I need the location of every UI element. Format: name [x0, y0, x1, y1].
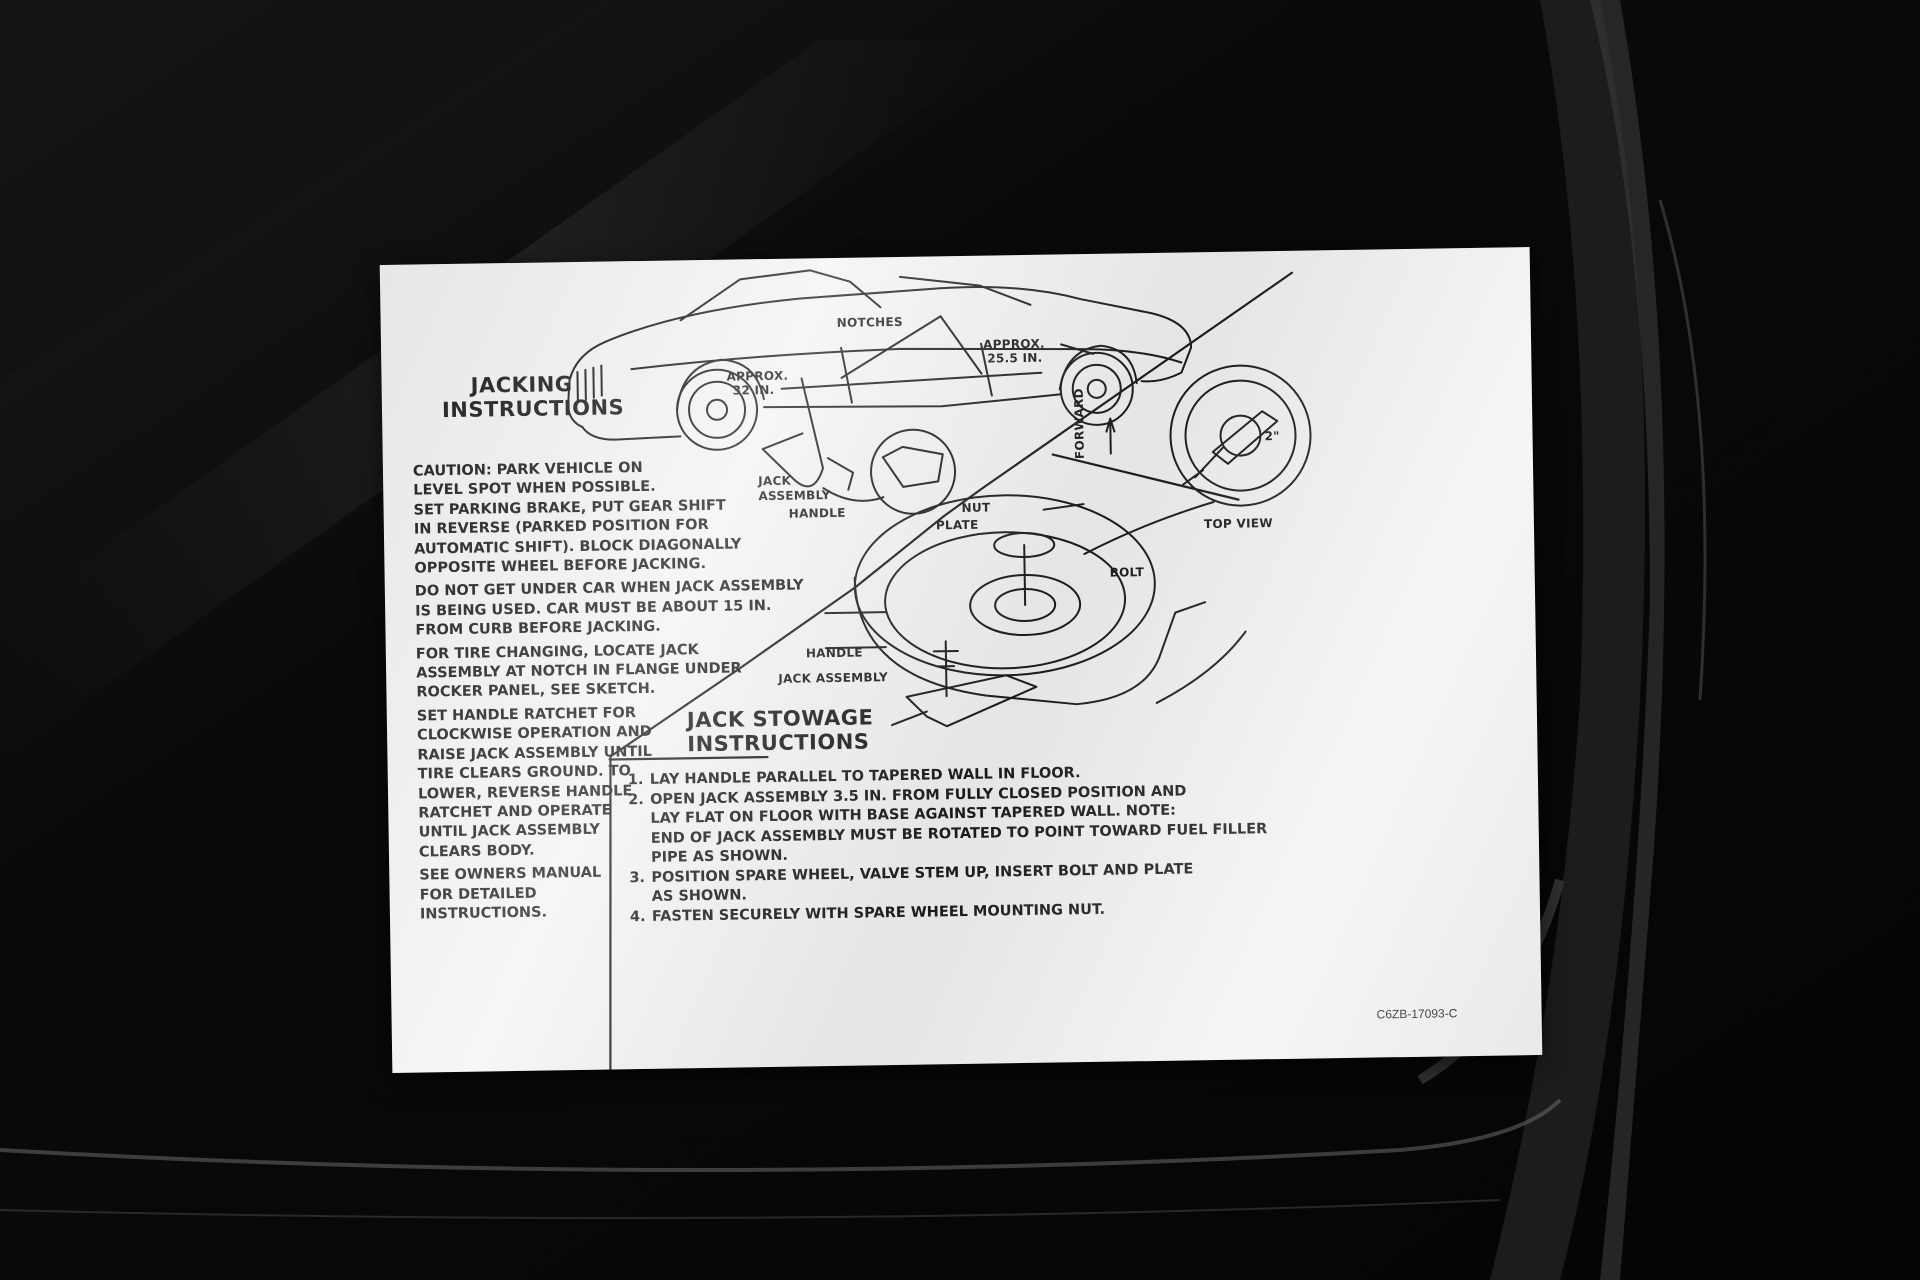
part-number: C6ZB-17093-C	[1376, 1006, 1458, 1022]
approx-rear-line-1: APPROX.	[982, 336, 1045, 352]
jack-assembly-label: JACK ASSEMBLY	[758, 473, 831, 504]
stowage-step-2: 2.OPEN JACK ASSEMBLY 3.5 IN. FROM FULLY …	[628, 781, 1268, 869]
under-car-warning-paragraph: DO NOT GET UNDER CAR WHEN JACK ASSEMBLY …	[415, 577, 805, 641]
stowage-heading-line-1: JACK STOWAGE	[686, 705, 874, 733]
step-number: 2.	[628, 791, 644, 808]
jack-assembly-line-2: ASSEMBLY	[758, 488, 831, 504]
jacking-heading-line-1: JACKING	[470, 372, 573, 398]
stowage-steps-list: 1.LAY HANDLE PARALLEL TO TAPERED WALL IN…	[628, 761, 1269, 927]
caution-paragraph: CAUTION: PARK VEHICLE ON LEVEL SPOT WHEN…	[413, 456, 804, 579]
jack-assembly-line-1: JACK	[758, 473, 792, 489]
spare-wheel-stowage	[824, 494, 1247, 728]
jacking-heading: JACKING INSTRUCTIONS	[441, 372, 625, 423]
approx-front-line-1: APPROX.	[726, 368, 789, 384]
approx-rear-label: APPROX. 25.5 IN.	[983, 337, 1045, 366]
handle-label-car: HANDLE	[788, 505, 846, 521]
top-view-wheel	[1105, 364, 1312, 507]
step-number: 4.	[629, 908, 646, 925]
top-view-label: TOP VIEW	[1203, 516, 1273, 532]
jack-assembly-label-stowage: JACK ASSEMBLY	[778, 670, 889, 686]
handle-label-stowage: HANDLE	[805, 645, 863, 661]
top-view-dimension-label: 2"	[1264, 428, 1280, 444]
approx-rear-line-2: 25.5 IN.	[987, 350, 1043, 366]
stowage-heading: JACK STOWAGE INSTRUCTIONS	[686, 705, 874, 757]
car-illustration	[566, 269, 1193, 515]
tire-changing-paragraph: FOR TIRE CHANGING, LOCATE JACK ASSEMBLY …	[416, 639, 806, 703]
jacking-heading-line-2: INSTRUCTIONS	[441, 395, 625, 423]
jacking-instructions-decal: JACKING INSTRUCTIONS CAUTION: PARK VEHIC…	[379, 247, 1543, 1073]
forward-label: FORWARD	[1071, 388, 1087, 460]
notches-label: NOTCHES	[836, 314, 904, 330]
nut-label: NUT	[961, 500, 991, 515]
approx-front-label: APPROX. 32 IN.	[726, 369, 788, 398]
step-number: 1.	[627, 772, 644, 789]
plate-label: PLATE	[935, 517, 979, 533]
stowage-heading-line-2: INSTRUCTIONS	[687, 729, 870, 757]
bolt-label: BOLT	[1109, 565, 1145, 580]
approx-front-line-2: 32 IN.	[732, 382, 775, 398]
step-number: 3.	[629, 869, 646, 886]
decal-line-art	[566, 269, 1312, 1071]
